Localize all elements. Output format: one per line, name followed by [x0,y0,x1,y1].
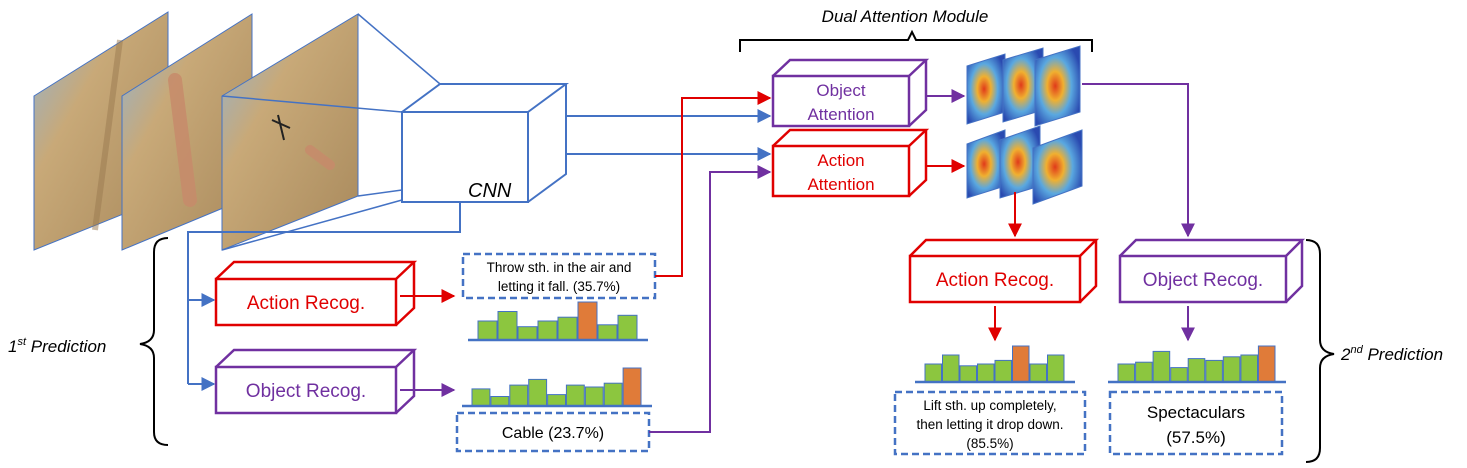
histogram-bar [557,316,578,341]
action-recog-2-block [908,238,1100,304]
histogram-bar [490,396,510,407]
object-recog-1-block [214,348,418,415]
action-attention-label-line2: Attention [807,175,874,194]
histogram-bar [597,324,618,341]
object-2-output-box [1108,390,1284,456]
object-recog-1-label: Object Recog. [246,381,366,402]
histogram-bar [1012,345,1030,383]
histogram-bar [1170,367,1188,383]
histogram-bar [1029,363,1047,383]
histogram-bar [537,320,558,341]
hist-object-2 [1108,345,1286,384]
hist-action-1 [468,301,648,342]
second-prediction-label: 2nd Prediction [1340,344,1443,364]
action-2-output-line2: then letting it drop down. [916,417,1063,432]
histogram-bar [617,314,638,341]
histogram-bar [977,363,995,383]
object-attention-label-line2: Attention [807,105,874,124]
histogram-bar [603,382,623,407]
input-video-frames [33,11,359,251]
object-attention-label-line1: Object [816,81,865,100]
histograms [462,301,1286,408]
histogram-bar [1240,354,1259,383]
action-recog-1-label: Action Recog. [247,293,365,314]
histogram-bar [471,388,491,407]
histogram-bar [1187,358,1206,383]
histogram-bar [517,326,538,341]
hist-action-2 [915,345,1075,384]
histogram-bar [528,378,548,407]
histogram-bar [622,367,642,407]
action-recog-2-label: Action Recog. [936,270,1054,291]
action-recog-1-block [214,260,418,327]
histogram-bar [1222,356,1241,383]
hist-object-1 [462,367,652,408]
histogram-bar [547,394,566,407]
action-2-output-line3: (85.5%) [966,436,1013,451]
object-2-output-line2: (57.5%) [1166,428,1226,447]
action-attention-block [771,128,930,198]
second-prediction-brace [1305,239,1335,463]
action-2-output-line1: Lift sth. up completely, [923,398,1056,413]
dual-attention-bracket [739,29,1093,52]
histogram-bar [924,363,942,383]
histogram-bar [497,311,518,341]
histogram-bar [477,320,498,341]
object-attention-block [771,58,930,128]
histogram-bar [565,384,585,407]
histogram-bar [584,386,604,407]
object-1-output-line1: Cable (23.7%) [502,425,604,442]
object-2-output-line1: Spectaculars [1147,403,1245,422]
histogram-bar [1047,354,1065,383]
object-recog-2-block [1118,238,1306,304]
histogram-bar [994,359,1012,383]
cnn-label: CNN [468,180,512,202]
histogram-bar [1205,359,1223,383]
histogram-bar [1257,345,1276,383]
object-attention-heatmaps [966,45,1081,127]
action-attention-label-line1: Action [817,151,864,170]
action-1-output-line2: letting it fall. (35.7%) [498,279,620,294]
histogram-bar [1117,363,1136,383]
action-2-output-box [893,390,1087,456]
cnn-block [401,83,570,203]
action-1-output-line1: Throw sth. in the air and [487,260,632,275]
first-prediction-brace [139,237,169,446]
action-attention-heatmaps [966,125,1083,205]
histogram-bar [1135,361,1153,383]
histogram-bar [577,301,598,341]
object-recog-2-label: Object Recog. [1143,270,1263,291]
dual-attention-title: Dual Attention Module [822,7,989,26]
first-prediction-label: 1st Prediction [8,336,106,356]
histogram-bar [1152,350,1171,383]
histogram-bar [942,354,960,383]
histogram-bar [509,384,529,407]
histogram-bar [959,365,977,383]
